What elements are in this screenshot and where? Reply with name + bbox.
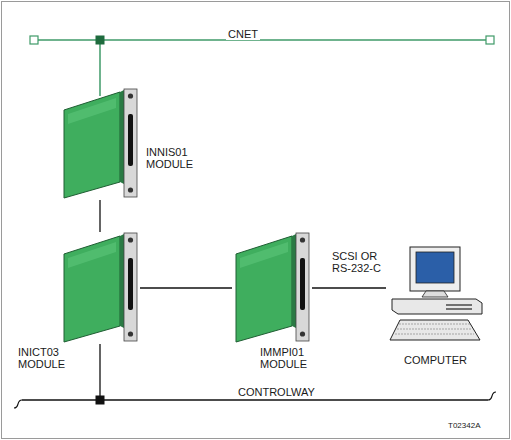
controlway-drop: [99, 344, 100, 400]
cnet-drop: [99, 40, 101, 96]
bus-tap: [96, 396, 105, 405]
figure-number: T02342A: [446, 420, 482, 432]
controlway-bus: [22, 399, 488, 400]
module-label: INNIS01 MODULE: [146, 146, 208, 170]
bus-break: [14, 400, 22, 408]
link-line: [99, 200, 100, 232]
link-line: [140, 287, 232, 288]
module-label: IMMPI01 MODULE: [260, 346, 322, 370]
circuit-card: [232, 232, 312, 344]
computer-icon: [386, 246, 486, 344]
bus-terminator: [486, 36, 494, 44]
module-card: INICT03 MODULE: [60, 232, 140, 344]
link-label: SCSI OR RS-232-C: [332, 250, 394, 274]
bus-name: CNET: [226, 28, 260, 40]
bus-tap: [96, 36, 105, 45]
module-label: INICT03 MODULE: [18, 346, 80, 370]
module-card: INNIS01 MODULE: [60, 88, 140, 200]
bus-name: CONTROLWAY: [236, 386, 317, 398]
module-card: IMMPI01 MODULE: [232, 232, 312, 344]
circuit-card: [60, 232, 140, 344]
bus-terminator: [30, 36, 38, 44]
cnet-bus: [38, 39, 486, 41]
bus-break: [488, 392, 496, 400]
module-label: COMPUTER: [404, 354, 494, 366]
link-line: [312, 287, 386, 288]
circuit-card: [60, 88, 140, 200]
computer-node: COMPUTER: [386, 246, 486, 344]
